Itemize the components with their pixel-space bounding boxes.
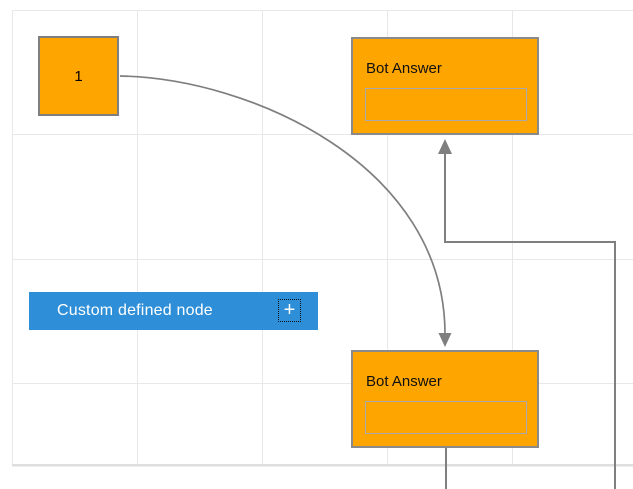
start-node-label: 1 — [74, 67, 83, 85]
arrowhead-down-icon — [438, 333, 452, 347]
bezier-connector[interactable] — [119, 75, 452, 347]
orthogonal-connector[interactable] — [438, 139, 616, 489]
custom-node-label: Custom defined node — [57, 302, 213, 319]
answer-input-box[interactable] — [365, 401, 527, 434]
bot-answer-title: Bot Answer — [366, 373, 442, 390]
bot-answer-node-bottom[interactable]: Bot Answer — [351, 350, 539, 448]
add-node-button[interactable]: + — [278, 299, 301, 322]
bot-answer-title: Bot Answer — [366, 60, 442, 77]
plus-icon: + — [283, 298, 296, 321]
answer-input-box[interactable] — [365, 88, 527, 121]
start-node[interactable]: 1 — [38, 36, 119, 116]
arrowhead-up-icon — [438, 139, 452, 154]
bot-answer-node-top[interactable]: Bot Answer — [351, 37, 539, 135]
custom-defined-node[interactable]: Custom defined node + — [29, 292, 318, 330]
